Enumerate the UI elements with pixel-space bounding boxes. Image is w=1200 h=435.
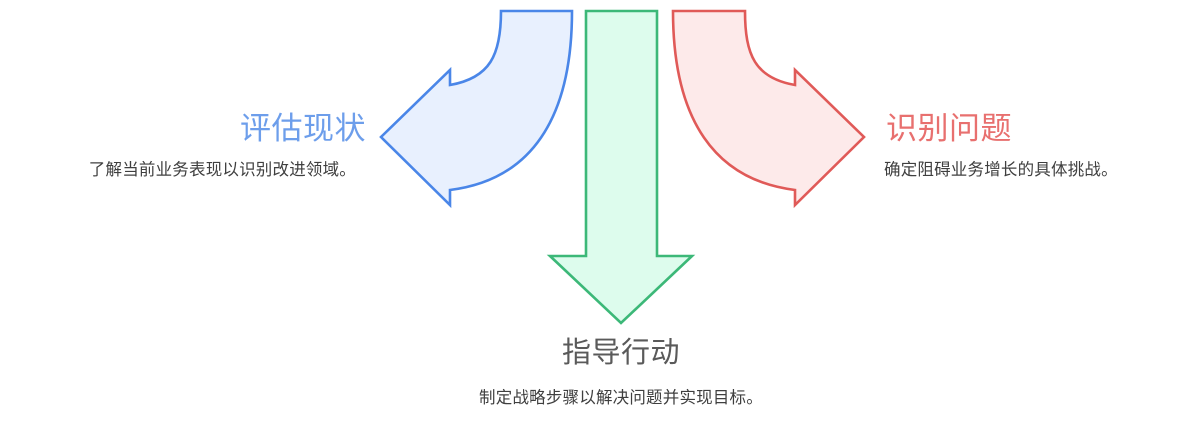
branch-label-assess: 评估现状 了解当前业务表现以识别改进领域。 (0, 112, 368, 183)
branch-title-identify: 识别问题 (886, 111, 1012, 146)
arrow-down-icon (546, 9, 696, 325)
branch-label-action: 指导行动 制定战略步骤以解决问题并实现目标。 (321, 337, 921, 410)
curved-arrow-left-icon (379, 9, 574, 209)
branch-title-action: 指导行动 (561, 337, 680, 369)
branch-description-action: 制定战略步骤以解决问题并实现目标。 (479, 389, 763, 408)
curved-arrow-right-icon (671, 9, 866, 209)
branch-description-assess: 了解当前业务表现以识别改进领域。 (88, 161, 356, 180)
branch-title-assess: 评估现状 (240, 111, 366, 146)
branch-label-identify: 识别问题 确定阻碍业务增长的具体挑战。 (884, 112, 1200, 183)
branch-description-identify: 确定阻碍业务增长的具体挑战。 (884, 161, 1118, 180)
